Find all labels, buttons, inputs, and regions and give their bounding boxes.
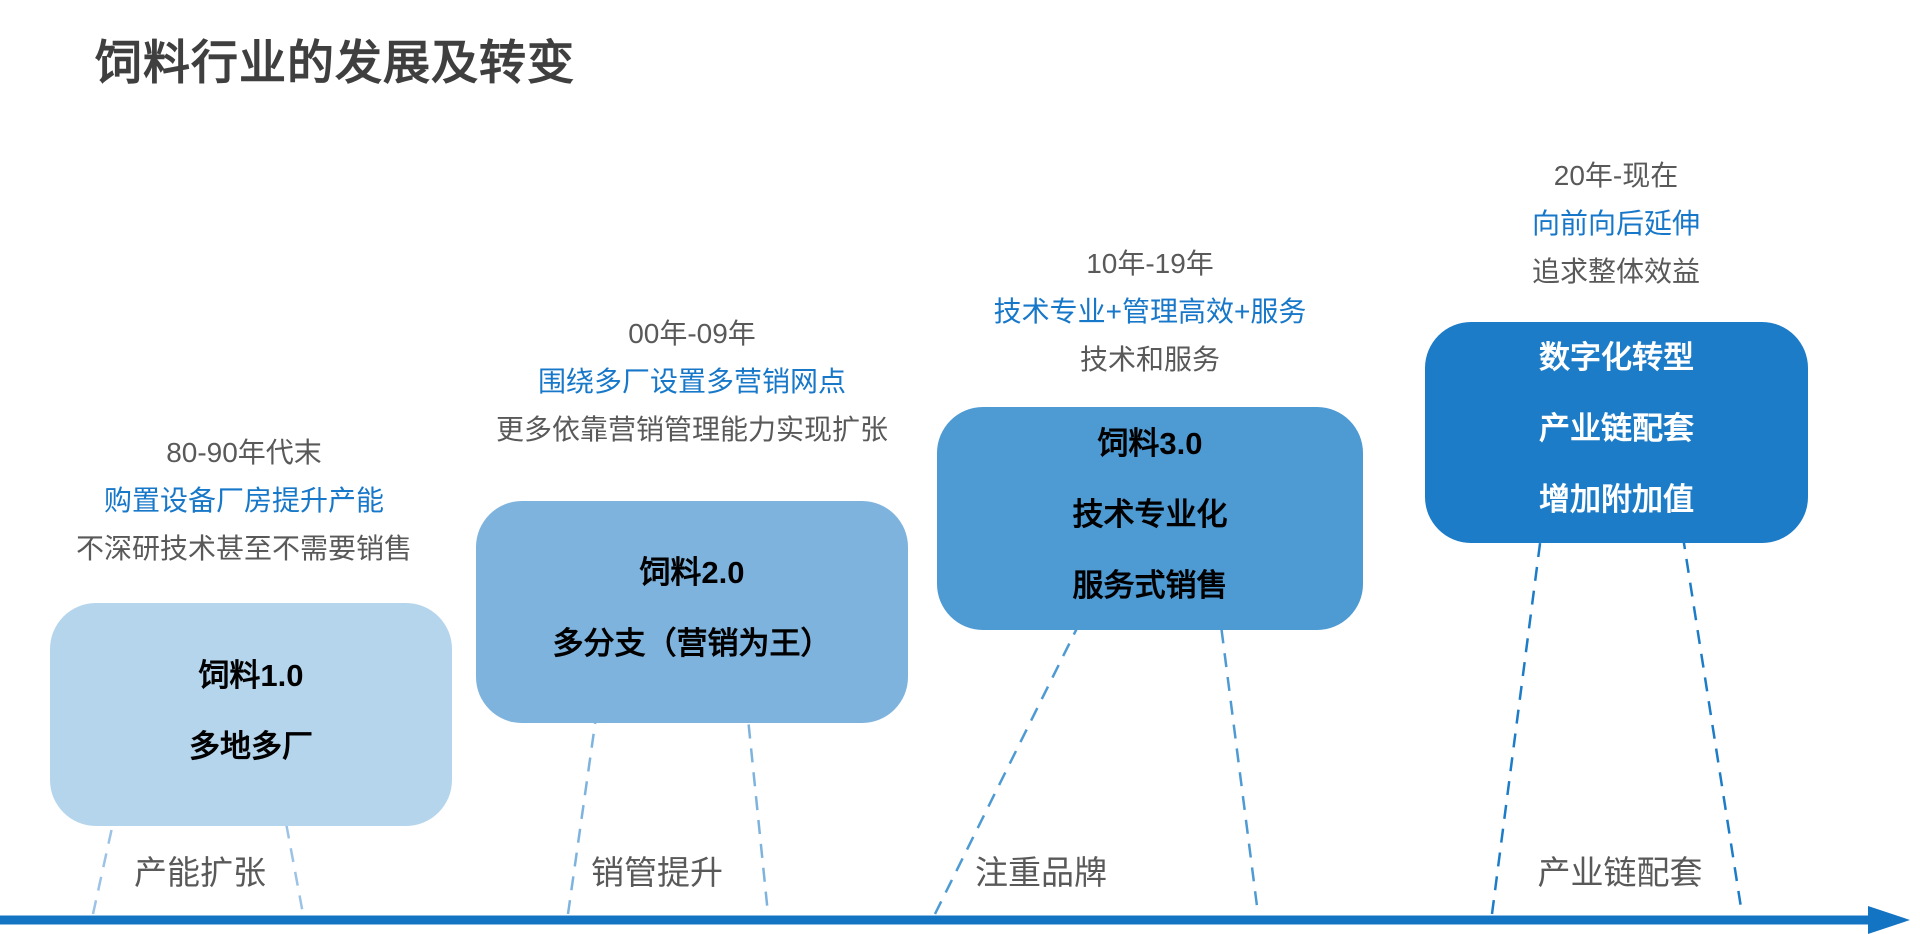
stage4-box-line: 产业链配套: [1539, 411, 1694, 446]
stage4-highlight: 向前向后延伸: [1531, 208, 1700, 239]
stage2-box-line: 多分支（营销为王）: [552, 626, 832, 661]
stage4-period: 20年-现在: [1553, 160, 1679, 191]
stage2-footer-label: 销管提升: [591, 854, 723, 891]
stage3-footer-label: 注重品牌: [975, 854, 1107, 891]
stage3-box: 饲料3.0 技术专业化 服务式销售: [937, 407, 1363, 630]
stage4-box-line: 数字化转型: [1539, 340, 1694, 375]
stage3-header: 10年-19年 技术专业+管理高效+服务 技术和服务: [920, 240, 1380, 384]
stage1-highlight: 购置设备厂房提升产能: [103, 485, 384, 516]
stage1-footer-label: 产能扩张: [134, 854, 266, 891]
stage3-box-line: 技术专业化: [1072, 497, 1228, 532]
page-title: 饲料行业的发展及转变: [95, 36, 575, 89]
stage1-period: 80-90年代末: [166, 437, 322, 468]
beam-stage-4: [1490, 503, 1744, 915]
stage2-period: 00年-09年: [628, 318, 756, 349]
stage1-box-line: 饲料1.0: [198, 657, 304, 693]
stage3-period: 10年-19年: [1086, 248, 1214, 279]
stage4-description: 追求整体效益: [1531, 256, 1700, 287]
stage2-description: 更多依靠营销管理能力实现扩张: [495, 414, 888, 445]
timeline-arrowhead-icon: [1868, 906, 1910, 934]
stage2-box-line: 饲料2.0: [639, 555, 745, 590]
stage3-highlight: 技术专业+管理高效+服务: [993, 296, 1307, 327]
stage3-box-line: 服务式销售: [1072, 568, 1228, 603]
stage3-box-line: 饲料3.0: [1097, 426, 1203, 461]
stage3-description: 技术和服务: [1079, 344, 1220, 375]
stage1-box-line: 多地多厂: [189, 728, 313, 764]
stage4-box: 数字化转型 产业链配套 增加附加值: [1425, 322, 1808, 543]
stage4-box-line: 增加附加值: [1539, 482, 1694, 517]
stage2-highlight: 围绕多厂设置多营销网点: [537, 366, 846, 397]
stage1-box: 饲料1.0 多地多厂: [50, 603, 452, 826]
stage1-description: 不深研技术甚至不需要销售: [75, 533, 412, 564]
stage4-header: 20年-现在 向前向后延伸 追求整体效益: [1386, 152, 1846, 296]
stage1-header: 80-90年代末 购置设备厂房提升产能 不深研技术甚至不需要销售: [14, 429, 474, 573]
stage2-header: 00年-09年 围绕多厂设置多营销网点 更多依靠营销管理能力实现扩张: [462, 310, 922, 454]
stage4-footer-label: 产业链配套: [1537, 854, 1703, 891]
stage2-box: 饲料2.0 多分支（营销为王）: [476, 501, 908, 723]
